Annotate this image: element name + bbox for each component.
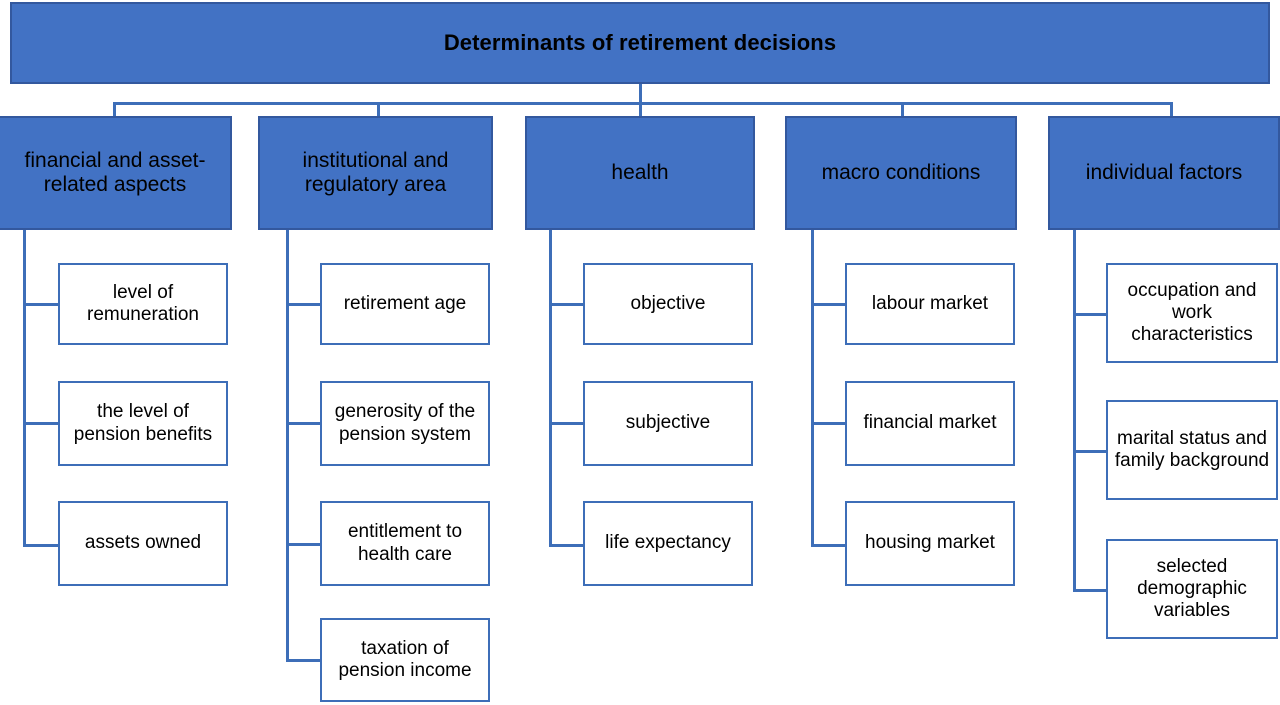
leaf-node-selected-demographic-variables[interactable]: selected demographic variables bbox=[1106, 539, 1278, 639]
leaf-node-labour-market[interactable]: labour market bbox=[845, 263, 1015, 345]
leaf-node-retirement-age[interactable]: retirement age bbox=[320, 263, 490, 345]
connector-elbow-institutional-3 bbox=[286, 543, 322, 546]
leaf-node-marital-status-family-background[interactable]: marital status and family background bbox=[1106, 400, 1278, 500]
connector-root-drop bbox=[639, 84, 642, 105]
root-node-label: Determinants of retirement decisions bbox=[443, 30, 837, 56]
connector-elbow-financial-3 bbox=[23, 544, 60, 547]
connector-trunk-institutional bbox=[286, 230, 289, 662]
branch-node-individual-factors-label: individual factors bbox=[1085, 160, 1243, 184]
leaf-node-life-expectancy-label: life expectancy bbox=[605, 532, 731, 554]
connector-elbow-macro-2 bbox=[811, 422, 847, 425]
leaf-node-financial-market[interactable]: financial market bbox=[845, 381, 1015, 466]
leaf-node-pension-benefits-label: the level of pension benefits bbox=[73, 401, 213, 445]
leaf-node-occupation-work-characteristics[interactable]: occupation and work characteristics bbox=[1106, 263, 1278, 363]
leaf-node-level-of-remuneration-label: level of remuneration bbox=[87, 281, 199, 325]
leaf-node-objective-label: objective bbox=[630, 292, 706, 314]
leaf-node-housing-market[interactable]: housing market bbox=[845, 501, 1015, 586]
leaf-node-generosity-pension-system-label: generosity of the pension system bbox=[334, 401, 476, 445]
connector-elbow-health-1 bbox=[549, 303, 585, 306]
leaf-node-subjective[interactable]: subjective bbox=[583, 381, 753, 466]
connector-drop-branch-2 bbox=[377, 102, 380, 118]
branch-node-financial[interactable]: financial and asset-related aspects bbox=[0, 116, 232, 230]
leaf-node-financial-market-label: financial market bbox=[863, 412, 997, 434]
leaf-node-level-of-remuneration[interactable]: level of remuneration bbox=[58, 263, 228, 345]
connector-elbow-financial-2 bbox=[23, 422, 60, 425]
branch-node-macro-conditions-label: macro conditions bbox=[821, 160, 981, 184]
connector-trunk-health bbox=[549, 230, 552, 547]
leaf-node-entitlement-health-care-label: entitlement to health care bbox=[347, 521, 463, 565]
connector-elbow-individual-2 bbox=[1073, 450, 1109, 453]
connector-elbow-individual-1 bbox=[1073, 313, 1109, 316]
branch-node-institutional[interactable]: institutional and regulatory area bbox=[258, 116, 493, 230]
connector-elbow-institutional-1 bbox=[286, 303, 322, 306]
connector-bus-horizontal bbox=[113, 102, 1173, 105]
connector-elbow-health-2 bbox=[549, 422, 585, 425]
connector-drop-branch-4 bbox=[901, 102, 904, 118]
connector-elbow-financial-1 bbox=[23, 303, 60, 306]
leaf-node-marital-status-family-background-label: marital status and family background bbox=[1114, 427, 1270, 471]
leaf-node-pension-benefits[interactable]: the level of pension benefits bbox=[58, 381, 228, 466]
branch-node-health-label: health bbox=[611, 160, 669, 184]
connector-trunk-financial bbox=[23, 230, 26, 547]
branch-node-institutional-label: institutional and regulatory area bbox=[302, 148, 449, 196]
leaf-node-housing-market-label: housing market bbox=[865, 532, 995, 554]
leaf-node-retirement-age-label: retirement age bbox=[343, 292, 467, 314]
connector-elbow-institutional-4 bbox=[286, 659, 322, 662]
branch-node-individual-factors[interactable]: individual factors bbox=[1048, 116, 1280, 230]
leaf-node-life-expectancy[interactable]: life expectancy bbox=[583, 501, 753, 586]
leaf-node-assets-owned[interactable]: assets owned bbox=[58, 501, 228, 586]
branch-node-financial-label: financial and asset-related aspects bbox=[24, 148, 206, 196]
branch-node-health[interactable]: health bbox=[525, 116, 755, 230]
connector-elbow-individual-3 bbox=[1073, 589, 1109, 592]
branch-node-macro-conditions[interactable]: macro conditions bbox=[785, 116, 1017, 230]
connector-elbow-institutional-2 bbox=[286, 422, 322, 425]
root-node-determinants[interactable]: Determinants of retirement decisions bbox=[10, 2, 1270, 84]
leaf-node-selected-demographic-variables-label: selected demographic variables bbox=[1137, 555, 1247, 622]
connector-drop-branch-5 bbox=[1170, 102, 1173, 118]
leaf-node-labour-market-label: labour market bbox=[871, 292, 989, 314]
connector-drop-branch-3 bbox=[639, 102, 642, 118]
leaf-node-generosity-pension-system[interactable]: generosity of the pension system bbox=[320, 381, 490, 466]
leaf-node-taxation-pension-income-label: taxation of pension income bbox=[338, 637, 472, 681]
connector-trunk-macro bbox=[811, 230, 814, 547]
connector-trunk-individual bbox=[1073, 230, 1076, 592]
leaf-node-subjective-label: subjective bbox=[625, 412, 711, 434]
leaf-node-objective[interactable]: objective bbox=[583, 263, 753, 345]
connector-elbow-macro-3 bbox=[811, 544, 847, 547]
leaf-node-entitlement-health-care[interactable]: entitlement to health care bbox=[320, 501, 490, 586]
leaf-node-occupation-work-characteristics-label: occupation and work characteristics bbox=[1127, 279, 1257, 346]
leaf-node-assets-owned-label: assets owned bbox=[84, 532, 202, 554]
leaf-node-taxation-pension-income[interactable]: taxation of pension income bbox=[320, 618, 490, 702]
connector-drop-branch-1 bbox=[113, 102, 116, 118]
connector-elbow-health-3 bbox=[549, 544, 585, 547]
connector-elbow-macro-1 bbox=[811, 303, 847, 306]
